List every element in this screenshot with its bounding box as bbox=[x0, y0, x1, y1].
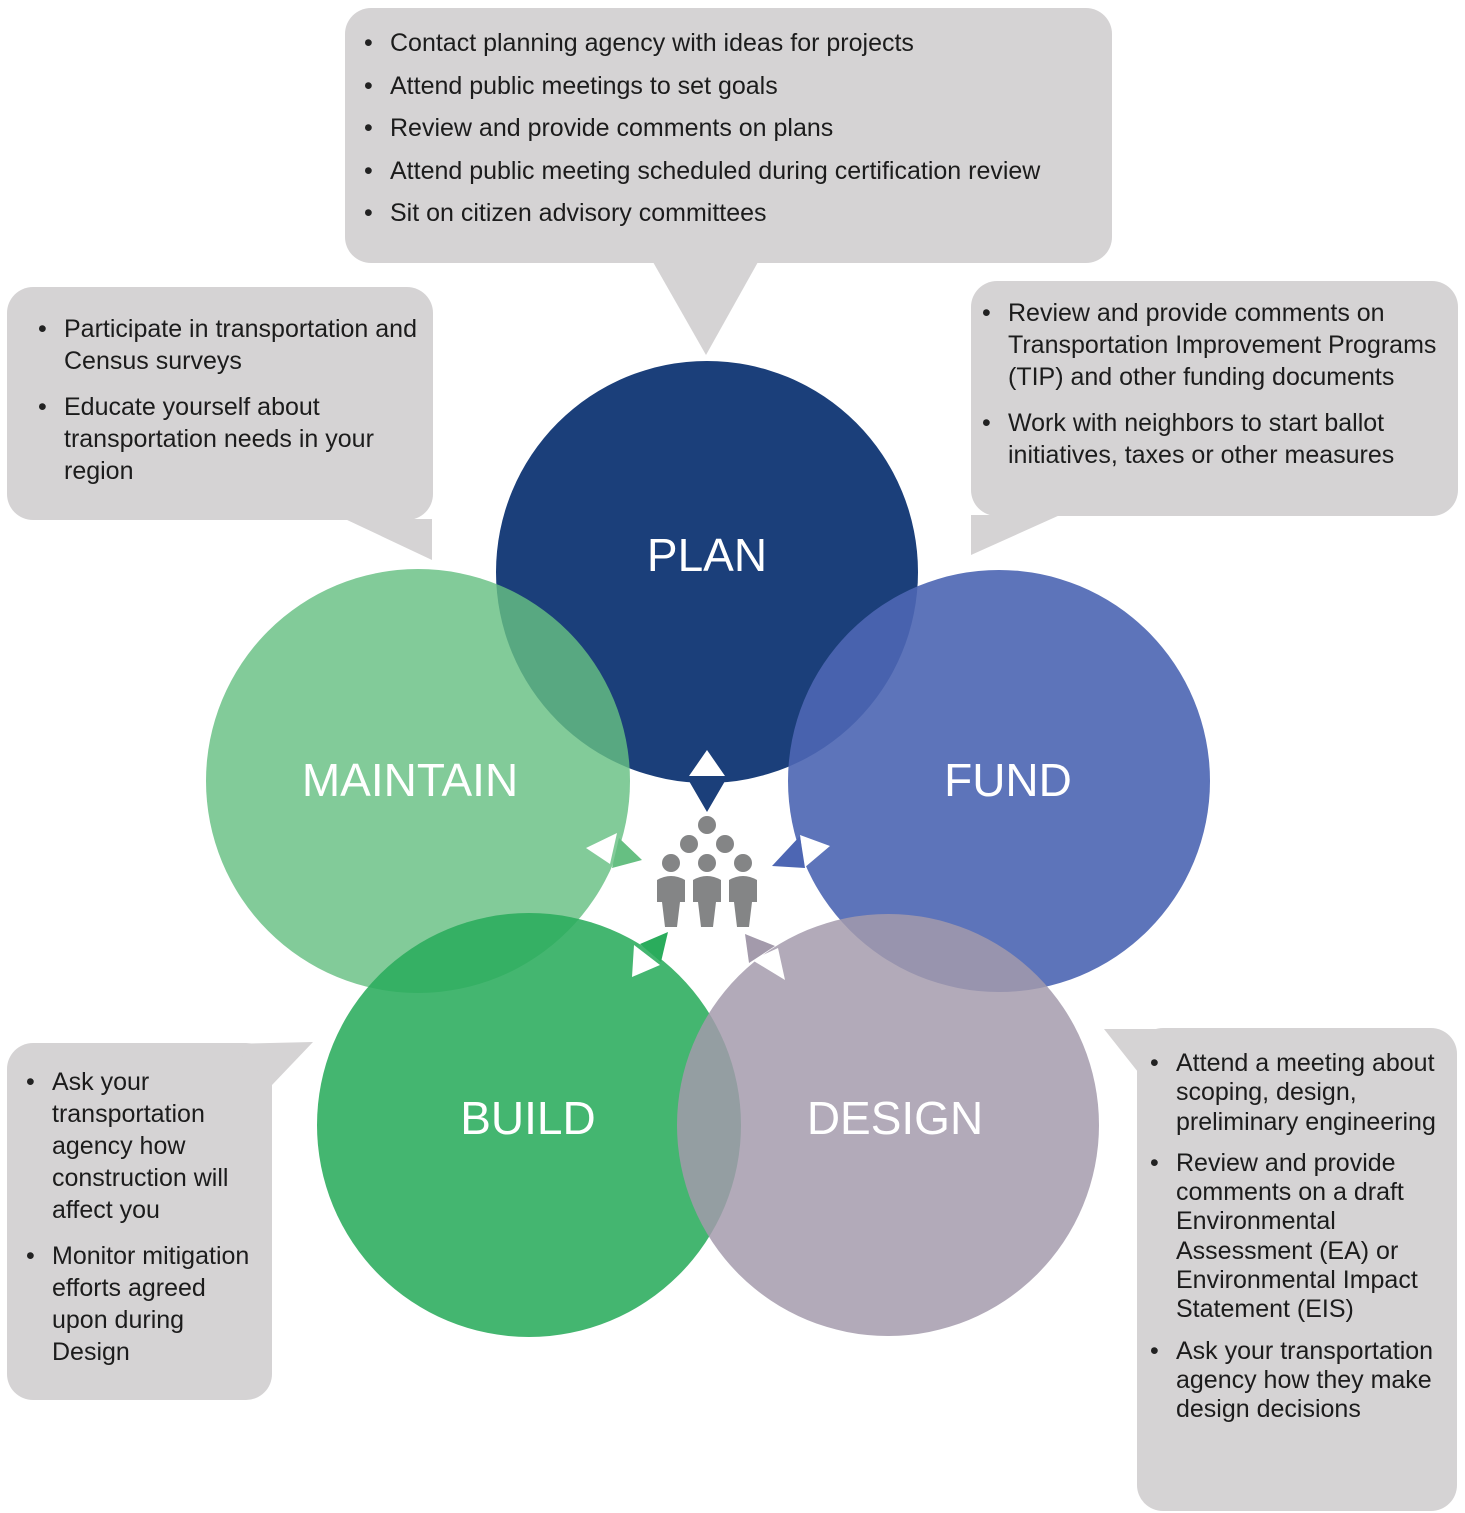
maintain-callout: Participate in transportation and Census… bbox=[36, 313, 421, 501]
build-circle bbox=[317, 913, 741, 1337]
design-arrow bbox=[745, 934, 785, 980]
list-item: Educate yourself about transportation ne… bbox=[36, 391, 421, 487]
fund-circle bbox=[788, 570, 1210, 992]
list-item: Ask your transportation agency how they … bbox=[1148, 1337, 1448, 1425]
fund-label: FUND bbox=[944, 754, 1072, 806]
build-callout: Ask your transportation agency how const… bbox=[24, 1066, 264, 1382]
cycle-arrows bbox=[586, 750, 830, 980]
list-item: Attend a meeting about scoping, design, … bbox=[1148, 1049, 1448, 1137]
maintain-arrow bbox=[586, 833, 642, 868]
fund-arrow bbox=[772, 835, 830, 868]
maintain-label: MAINTAIN bbox=[302, 754, 518, 806]
build-actions-list: Ask your transportation agency how const… bbox=[24, 1066, 264, 1368]
list-item: Attend public meeting scheduled during c… bbox=[362, 156, 1102, 186]
maintain-actions-list: Participate in transportation and Census… bbox=[36, 313, 421, 487]
list-item: Review and provide comments on a draft E… bbox=[1148, 1149, 1448, 1325]
fund-callout: Review and provide comments on Transport… bbox=[980, 297, 1450, 485]
list-item: Ask your transportation agency how const… bbox=[24, 1066, 264, 1226]
plan-label: PLAN bbox=[647, 529, 767, 581]
list-item: Participate in transportation and Census… bbox=[36, 313, 421, 377]
list-item: Contact planning agency with ideas for p… bbox=[362, 28, 1102, 58]
design-label: DESIGN bbox=[807, 1092, 983, 1144]
plan-actions-list: Contact planning agency with ideas for p… bbox=[362, 28, 1102, 228]
build-label: BUILD bbox=[460, 1092, 595, 1144]
fund-actions-list: Review and provide comments on Transport… bbox=[980, 297, 1450, 471]
people-group-icon bbox=[657, 816, 757, 927]
list-item: Sit on citizen advisory committees bbox=[362, 198, 1102, 228]
design-actions-list: Attend a meeting about scoping, design, … bbox=[1148, 1049, 1448, 1425]
list-item: Review and provide comments on plans bbox=[362, 113, 1102, 143]
list-item: Work with neighbors to start ballot init… bbox=[980, 407, 1450, 471]
design-callout: Attend a meeting about scoping, design, … bbox=[1148, 1049, 1448, 1437]
list-item: Review and provide comments on Transport… bbox=[980, 297, 1450, 393]
list-item: Monitor mitigation efforts agreed upon d… bbox=[24, 1240, 264, 1368]
maintain-circle bbox=[206, 569, 630, 993]
design-circle bbox=[677, 914, 1099, 1336]
list-item: Attend public meetings to set goals bbox=[362, 71, 1102, 101]
stage-circles bbox=[206, 361, 1210, 1337]
stage-labels: PLAN MAINTAIN FUND BUILD DESIGN bbox=[302, 529, 1072, 1144]
plan-callout: Contact planning agency with ideas for p… bbox=[362, 28, 1102, 241]
plan-arrow bbox=[689, 750, 725, 812]
build-arrow bbox=[632, 932, 668, 977]
